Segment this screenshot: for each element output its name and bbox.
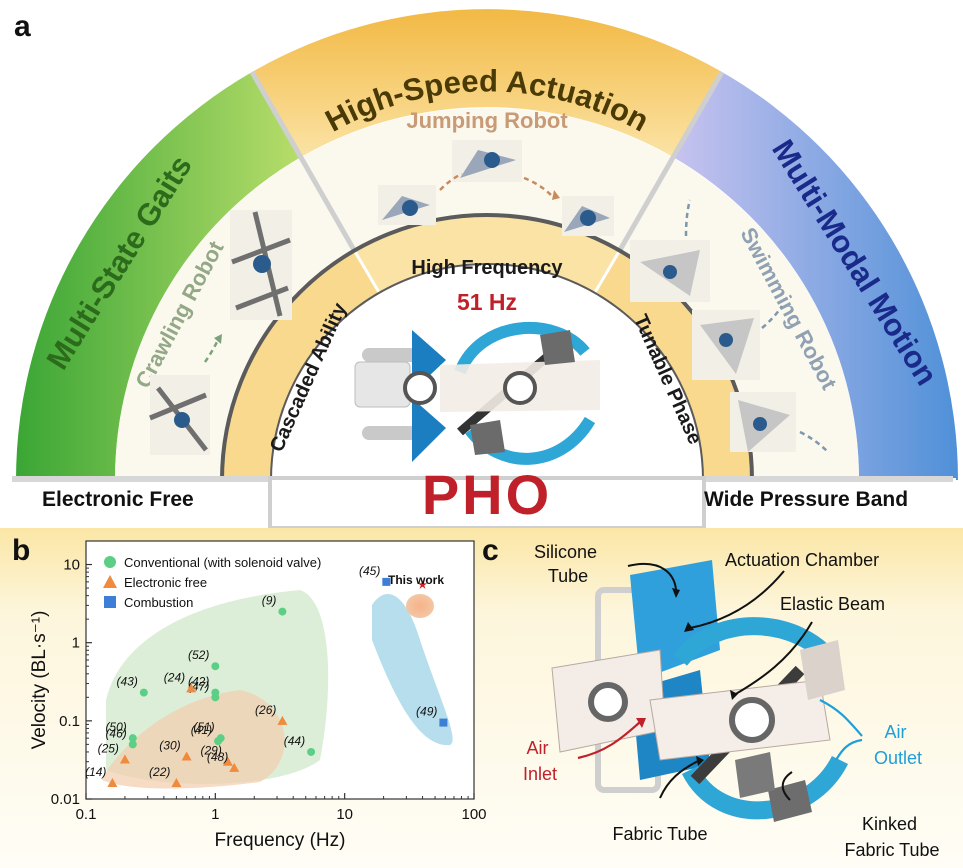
data-point: (49) (416, 705, 448, 727)
x-tick-label: 0.1 (76, 806, 97, 823)
legend-entry: Combustion (104, 595, 193, 610)
data-point-ref: (45) (359, 564, 380, 578)
region-this-work (406, 594, 434, 618)
panel-a: High-Speed Actuation Multi-State Gaits M… (10, 9, 958, 530)
data-point-ref: (41) (191, 723, 212, 737)
data-point: (43) (116, 675, 148, 697)
data-point-ref: (26) (255, 703, 276, 717)
panel-label-c: c (482, 534, 499, 567)
band-tunable-phase (594, 250, 753, 480)
data-point: (24) (164, 670, 197, 693)
chart-legend: Conventional (with solenoid valve) Electr… (103, 555, 321, 610)
callout-lines (627, 563, 813, 801)
data-point-ref: (51) (193, 720, 214, 734)
frequency-value: 51 Hz (457, 289, 517, 315)
data-point: (52) (188, 648, 220, 671)
x-tick-label: 100 (461, 806, 486, 823)
callout-actuation-chamber: Actuation Chamber (725, 550, 879, 570)
data-point-ref: (46) (105, 726, 126, 740)
label-jumping-robot: Jumping Robot (406, 108, 568, 133)
label-electronic-free: Electronic Free (42, 488, 194, 511)
label-high-frequency: High Frequency (411, 257, 563, 279)
data-point: (22) (149, 765, 182, 788)
pho-title: PHO (422, 463, 552, 526)
data-point-ref: (29) (201, 744, 222, 758)
data-point (417, 579, 428, 589)
legend-entry: Electronic free (103, 575, 207, 590)
y-tick-label: 10 (63, 557, 80, 574)
band-high-speed-actuation (252, 9, 722, 157)
data-point-ref: (30) (159, 738, 180, 752)
legend-label: Electronic free (124, 575, 207, 590)
swimming-robot-illustration (630, 199, 829, 453)
data-point-ref: (49) (416, 705, 437, 719)
data-point: (50) (105, 720, 137, 743)
this-work-label: This work (388, 573, 444, 587)
data-point: (46) (105, 726, 137, 749)
data-point: (48) (207, 750, 240, 772)
data-point-ref: (24) (164, 670, 185, 684)
data-point: (9) (262, 594, 287, 616)
robot-ring (115, 108, 859, 480)
panel-label-b: b (12, 534, 30, 567)
crawling-robot-illustration (149, 210, 292, 455)
region-electronic-free (102, 690, 285, 789)
callout-air-inlet: Air Inlet (523, 738, 557, 784)
data-point: (44) (284, 734, 316, 756)
y-tick-label: 1 (72, 635, 80, 652)
data-point-ref: (14) (85, 765, 106, 779)
data-point: (14) (85, 765, 118, 788)
data-point-ref: (52) (188, 648, 209, 662)
band-multi-state-gaits (16, 72, 301, 480)
legend-label: Combustion (124, 595, 193, 610)
pho-device-illustration (551, 560, 849, 822)
data-point: (45) (359, 564, 391, 586)
data-point: (30) (159, 738, 192, 761)
data-point-ref: (9) (262, 594, 277, 608)
callout-silicone-tube: Silicone Tube (534, 542, 602, 586)
callout-elastic-beam: Elastic Beam (780, 594, 885, 614)
legend-entry: Conventional (with solenoid valve) (104, 555, 321, 570)
callout-air-outlet: Air Outlet (874, 722, 922, 768)
y-tick-label: 0.01 (51, 791, 80, 808)
panel-c: Silicone Tube Actuation Chamber Elastic … (523, 542, 940, 860)
panel-label-a: a (14, 10, 31, 43)
ring-separators (249, 70, 725, 252)
legend-label: Conventional (with solenoid valve) (124, 555, 321, 570)
y-tick-label: 0.1 (59, 713, 80, 730)
label-wide-pressure-band: Wide Pressure Band (704, 488, 908, 511)
data-point: (25) (98, 742, 130, 764)
data-point: (29) (201, 744, 233, 766)
x-axis-label: Frequency (Hz) (215, 830, 346, 851)
jumping-robot-illustration (378, 140, 614, 236)
band-cascaded-ability (221, 250, 380, 480)
x-tick-label: 1 (211, 806, 219, 823)
data-point-ref: (25) (98, 742, 119, 756)
data-point: (26) (255, 703, 288, 725)
x-tick-label: 10 (336, 806, 353, 823)
data-point: (51) (193, 720, 225, 743)
data-point-ref: (48) (207, 750, 228, 764)
data-point-ref: (43) (116, 675, 137, 689)
band-multi-modal-motion (673, 72, 958, 480)
data-point-ref: (42) (188, 675, 209, 689)
callout-fabric-tube: Fabric Tube (612, 824, 707, 844)
data-point-ref: (44) (284, 734, 305, 748)
y-axis-label: Velocity (BL·s⁻¹) (29, 611, 50, 750)
region-combustion (372, 594, 453, 746)
callout-kinked-fabric-tube: Kinked Fabric Tube (844, 814, 939, 860)
data-point-ref: (50) (105, 720, 126, 734)
pho-actuator-illustration (354, 321, 600, 465)
data-point-ref: (22) (149, 765, 170, 779)
